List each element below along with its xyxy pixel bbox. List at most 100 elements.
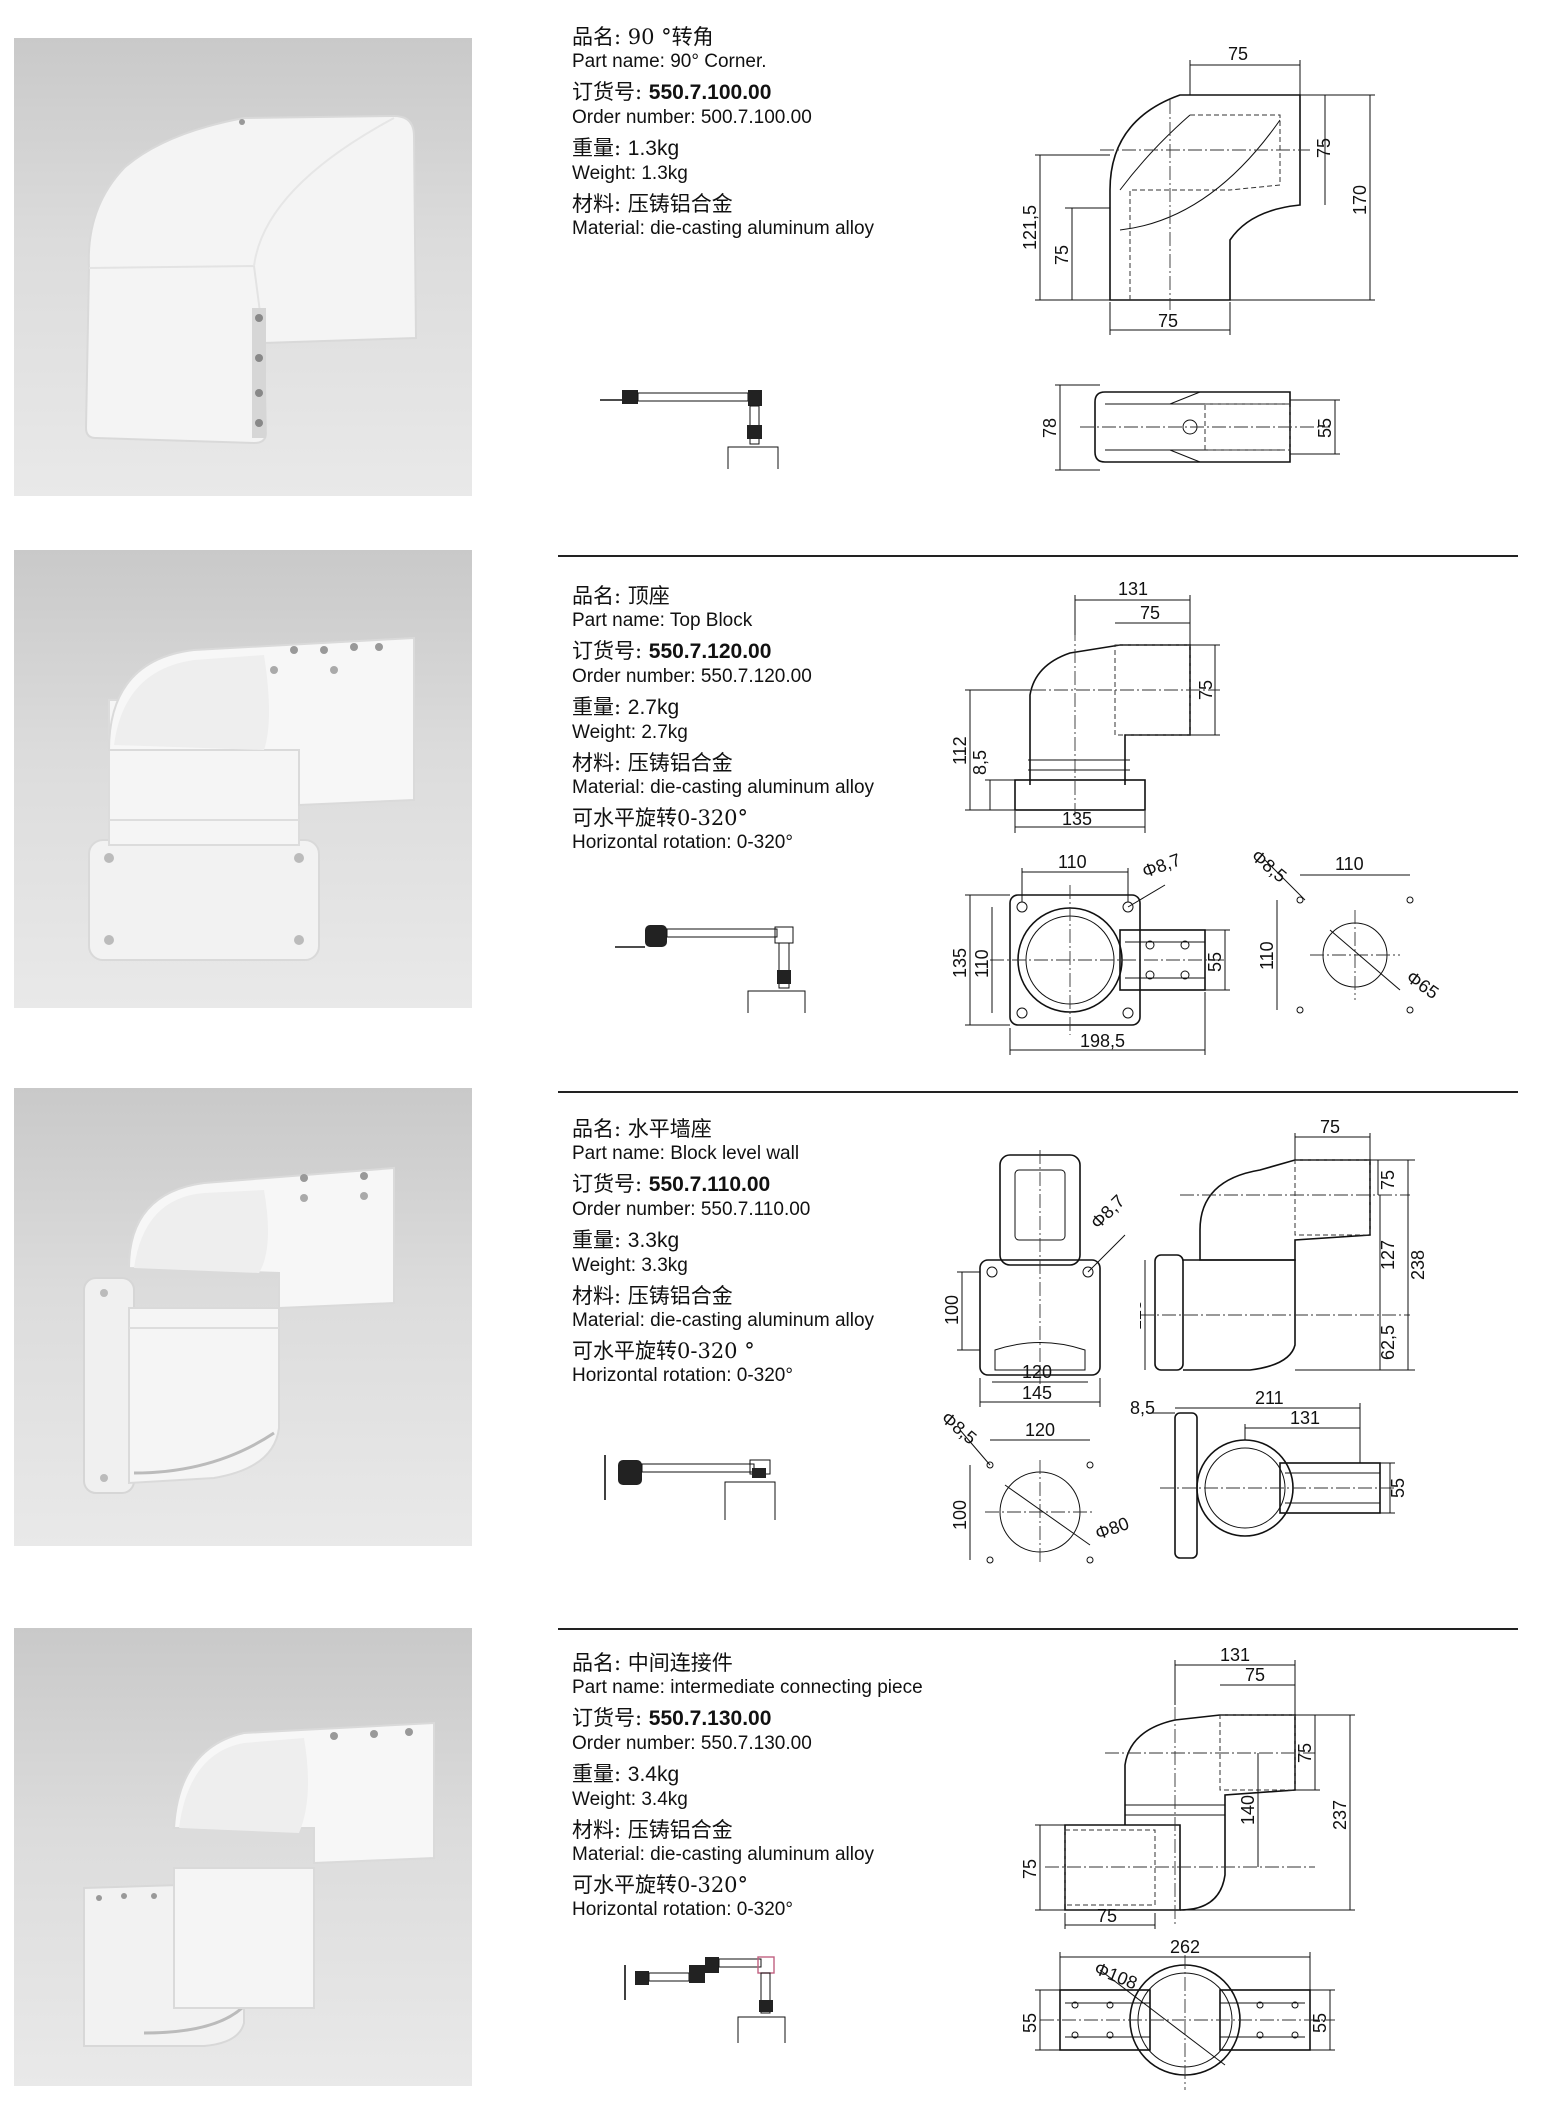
dim-h75: 75 xyxy=(1378,1170,1398,1190)
order-en: 550.7.130.00 xyxy=(700,1733,812,1754)
dim-w75: 75 xyxy=(1245,1665,1265,1685)
material-cn: 压铸铝合金 xyxy=(627,1284,733,1308)
material-en-label: Material: xyxy=(572,1310,645,1331)
name-en: intermediate connecting piece xyxy=(670,1677,923,1698)
drawing-intermediate-connecting-piece-top: 262 Φ108 55 55 xyxy=(1020,1937,1335,2090)
order-number: 550.7.100.00 xyxy=(648,81,772,104)
material-en: die-casting aluminum alloy xyxy=(650,218,875,239)
dim-phi80: Φ80 xyxy=(1093,1513,1132,1544)
weight-en-label: Weight: xyxy=(572,722,637,743)
order-en-label: Order number: xyxy=(572,107,696,128)
material-en-label: Material: xyxy=(572,1844,645,1865)
material-en: die-casting aluminum alloy xyxy=(650,1310,875,1331)
dim-bottom: 75 xyxy=(1158,311,1178,331)
material-cn-label: 材料: xyxy=(572,1284,622,1308)
material-cn-label: 材料: xyxy=(572,1818,622,1842)
dim-w262: 262 xyxy=(1170,1937,1200,1957)
order-cn-label: 订货号: xyxy=(572,80,643,104)
weight-value: 3.4kg xyxy=(627,1763,680,1786)
material-en: die-casting aluminum alloy xyxy=(650,777,875,798)
dim-h75l: 75 xyxy=(1020,1859,1040,1879)
order-en: 500.7.100.00 xyxy=(700,107,812,128)
dim-h55l: 55 xyxy=(1020,2013,1040,2033)
material-cn-label: 材料: xyxy=(572,751,622,775)
material-cn: 压铸铝合金 xyxy=(627,192,733,216)
rotation-cn: 可水平旋转0-320° xyxy=(572,806,749,830)
dim-h8-5: 8,5 xyxy=(970,750,990,775)
weight-value: 3.3kg xyxy=(627,1229,680,1252)
name-cn-label: 品名: xyxy=(572,25,622,49)
dim-bv-right: 55 xyxy=(1315,418,1335,438)
dim-h127: 127 xyxy=(1378,1240,1398,1270)
dim-bv-left: 78 xyxy=(1040,418,1060,438)
rotation-en: Horizontal rotation: 0-320° xyxy=(572,1899,793,1920)
dim-ph110: 110 xyxy=(1257,941,1277,970)
dim-phi8-5: Φ8,5 xyxy=(937,1408,980,1449)
dim-h62-5: 62,5 xyxy=(1378,1325,1398,1360)
dim-w131: 131 xyxy=(1290,1408,1320,1428)
dim-h135: 135 xyxy=(950,948,970,978)
weight-en: 1.3kg xyxy=(641,163,688,184)
dim-h55: 55 xyxy=(1205,952,1225,972)
dim-w135: 135 xyxy=(1062,809,1092,829)
order-cn-label: 订货号: xyxy=(572,639,643,663)
dim-w211: 211 xyxy=(1255,1388,1284,1408)
material-cn: 压铸铝合金 xyxy=(627,1818,733,1842)
dim-w198-5: 198,5 xyxy=(1080,1031,1125,1051)
name-cn: 90 °转角 xyxy=(627,25,714,49)
dim-h100: 100 xyxy=(942,1295,962,1325)
material-en: die-casting aluminum alloy xyxy=(650,1844,875,1865)
dim-h55: 55 xyxy=(1388,1478,1408,1498)
section-divider-3 xyxy=(558,1628,1518,1630)
dim-right-small: 75 xyxy=(1314,138,1334,158)
weight-en: 3.4kg xyxy=(641,1789,688,1810)
product-photo-block-level-wall xyxy=(14,1088,472,1546)
rotation-en: Horizontal rotation: 0-320° xyxy=(572,1365,793,1386)
dim-w131: 131 xyxy=(1220,1645,1250,1665)
product-photo-90-corner xyxy=(14,38,472,496)
dim-p110: 110 xyxy=(1335,854,1364,874)
weight-en-label: Weight: xyxy=(572,1255,637,1276)
dim-left-small: 75 xyxy=(1052,245,1072,265)
drawing-top-block-plan: 110 Φ8,7 135 110 55 198,5 xyxy=(950,850,1230,1055)
material-cn: 压铸铝合金 xyxy=(627,751,733,775)
drawing-90-corner-bottom: 78 55 xyxy=(1040,384,1340,471)
order-cn-label: 订货号: xyxy=(572,1706,643,1730)
dim-phi8-7: Φ8,7 xyxy=(1087,1191,1129,1233)
mounting-sketch-block-level-wall xyxy=(604,1455,776,1520)
rotation-cn: 可水平旋转0-320 ° xyxy=(572,1339,755,1363)
order-en-label: Order number: xyxy=(572,666,696,687)
drawing-block-level-wall-front: Φ8,7 100 120 145 xyxy=(942,1150,1129,1407)
name-cn: 顶座 xyxy=(627,584,670,608)
order-en-label: Order number: xyxy=(572,1733,696,1754)
drawing-block-level-wall-top: 8,5 211 131 55 xyxy=(1130,1388,1408,1559)
product-info-90-corner: 品名: 90 °转角 Part name: 90° Corner. 订货号: 5… xyxy=(572,24,992,246)
drawing-block-level-wall-side: 75 75 127 238 125 62,5 xyxy=(1140,1117,1428,1371)
dim-phi65: Φ65 xyxy=(1403,967,1443,1003)
order-en: 550.7.120.00 xyxy=(700,666,812,687)
product-photo-top-block xyxy=(14,550,472,1008)
drawing-top-block-side: 131 75 75 112 8,5 135 xyxy=(950,579,1220,833)
dim-h75r: 75 xyxy=(1295,1743,1315,1763)
weight-en-label: Weight: xyxy=(572,1789,637,1810)
order-number: 550.7.120.00 xyxy=(648,640,772,663)
dim-h238: 238 xyxy=(1408,1250,1428,1280)
material-en-label: Material: xyxy=(572,777,645,798)
dim-ph100: 100 xyxy=(950,1500,970,1530)
mounting-sketch-intermediate-connecting-piece xyxy=(624,1956,786,2043)
name-en-label: Part name: xyxy=(572,1143,665,1164)
dim-w75: 75 xyxy=(1320,1117,1340,1137)
mounting-sketch-90-corner xyxy=(600,390,779,469)
name-en: Block level wall xyxy=(670,1143,800,1164)
dim-w8-5: 8,5 xyxy=(1130,1398,1155,1418)
rotation-en: Horizontal rotation: 0-320° xyxy=(572,832,793,853)
dim-w75b: 75 xyxy=(1097,1906,1117,1926)
weight-value: 1.3kg xyxy=(627,137,680,160)
order-en: 550.7.110.00 xyxy=(700,1199,811,1220)
weight-cn-label: 重量: xyxy=(572,695,622,719)
product-info-intermediate-connecting-piece: 品名: 中间连接件 Part name: intermediate connec… xyxy=(572,1650,992,1927)
name-en-label: Part name: xyxy=(572,1677,665,1698)
dim-w145: 145 xyxy=(1022,1383,1052,1403)
name-cn: 中间连接件 xyxy=(627,1651,733,1675)
dim-phi8-7: Φ8,7 xyxy=(1140,850,1184,882)
